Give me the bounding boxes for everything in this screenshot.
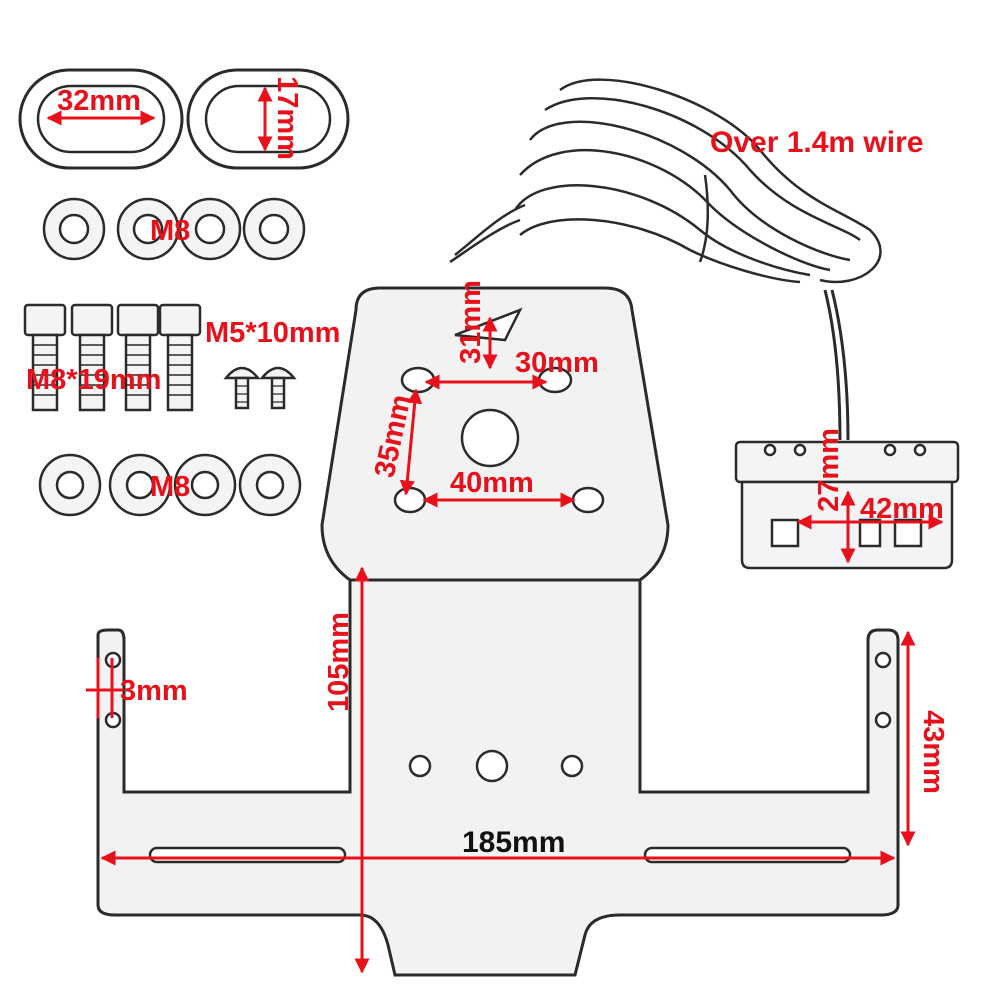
grommet-height-dimension: 17mm: [257, 76, 303, 160]
total-width-label: 185mm: [462, 826, 565, 859]
hole-horizontal-label: 40mm: [450, 467, 534, 499]
hole-horizontal-dimension: 40mm: [422, 467, 576, 508]
arm-height-dimension: 105mm: [323, 566, 370, 974]
light-width-dimension: 42mm: [796, 493, 944, 530]
grommet-width-label: 32mm: [57, 85, 141, 117]
top-width-dimension: 30mm: [424, 347, 599, 390]
hex-nut-icon: [38, 453, 302, 517]
bolt-size-label: M8*19mm: [26, 364, 161, 396]
oval-grommet-icon: [18, 68, 184, 170]
light-height-label: 27mm: [813, 428, 845, 512]
wire-length-label: Over 1.4m wire: [710, 126, 923, 159]
total-width-dimension: 185mm: [100, 826, 896, 866]
arm-height-label: 105mm: [323, 612, 355, 712]
nut-size-label: M8: [150, 471, 190, 503]
washer-icon: [42, 197, 306, 261]
grommet-width-dimension: 32mm: [46, 85, 156, 126]
top-height-dimension: 31mm: [455, 280, 498, 370]
wire-coil-icon: [449, 78, 882, 441]
top-width-label: 30mm: [515, 347, 599, 379]
screw-size-label: M5*10mm: [205, 317, 340, 349]
side-height-dimension: 43mm: [900, 630, 949, 847]
light-width-label: 42mm: [860, 493, 944, 525]
screw-icon: [223, 366, 297, 410]
washer-size-label: M8: [150, 215, 190, 247]
thickness-label: 3mm: [120, 675, 188, 707]
oval-grommet-icon: [186, 68, 350, 170]
side-height-label: 43mm: [917, 710, 949, 794]
grommet-height-label: 17mm: [271, 76, 303, 160]
bolt-icon: [23, 303, 202, 412]
top-height-label: 31mm: [455, 280, 487, 364]
thickness-dimension: 3mm: [86, 658, 188, 718]
bracket-plate: [96, 286, 900, 977]
